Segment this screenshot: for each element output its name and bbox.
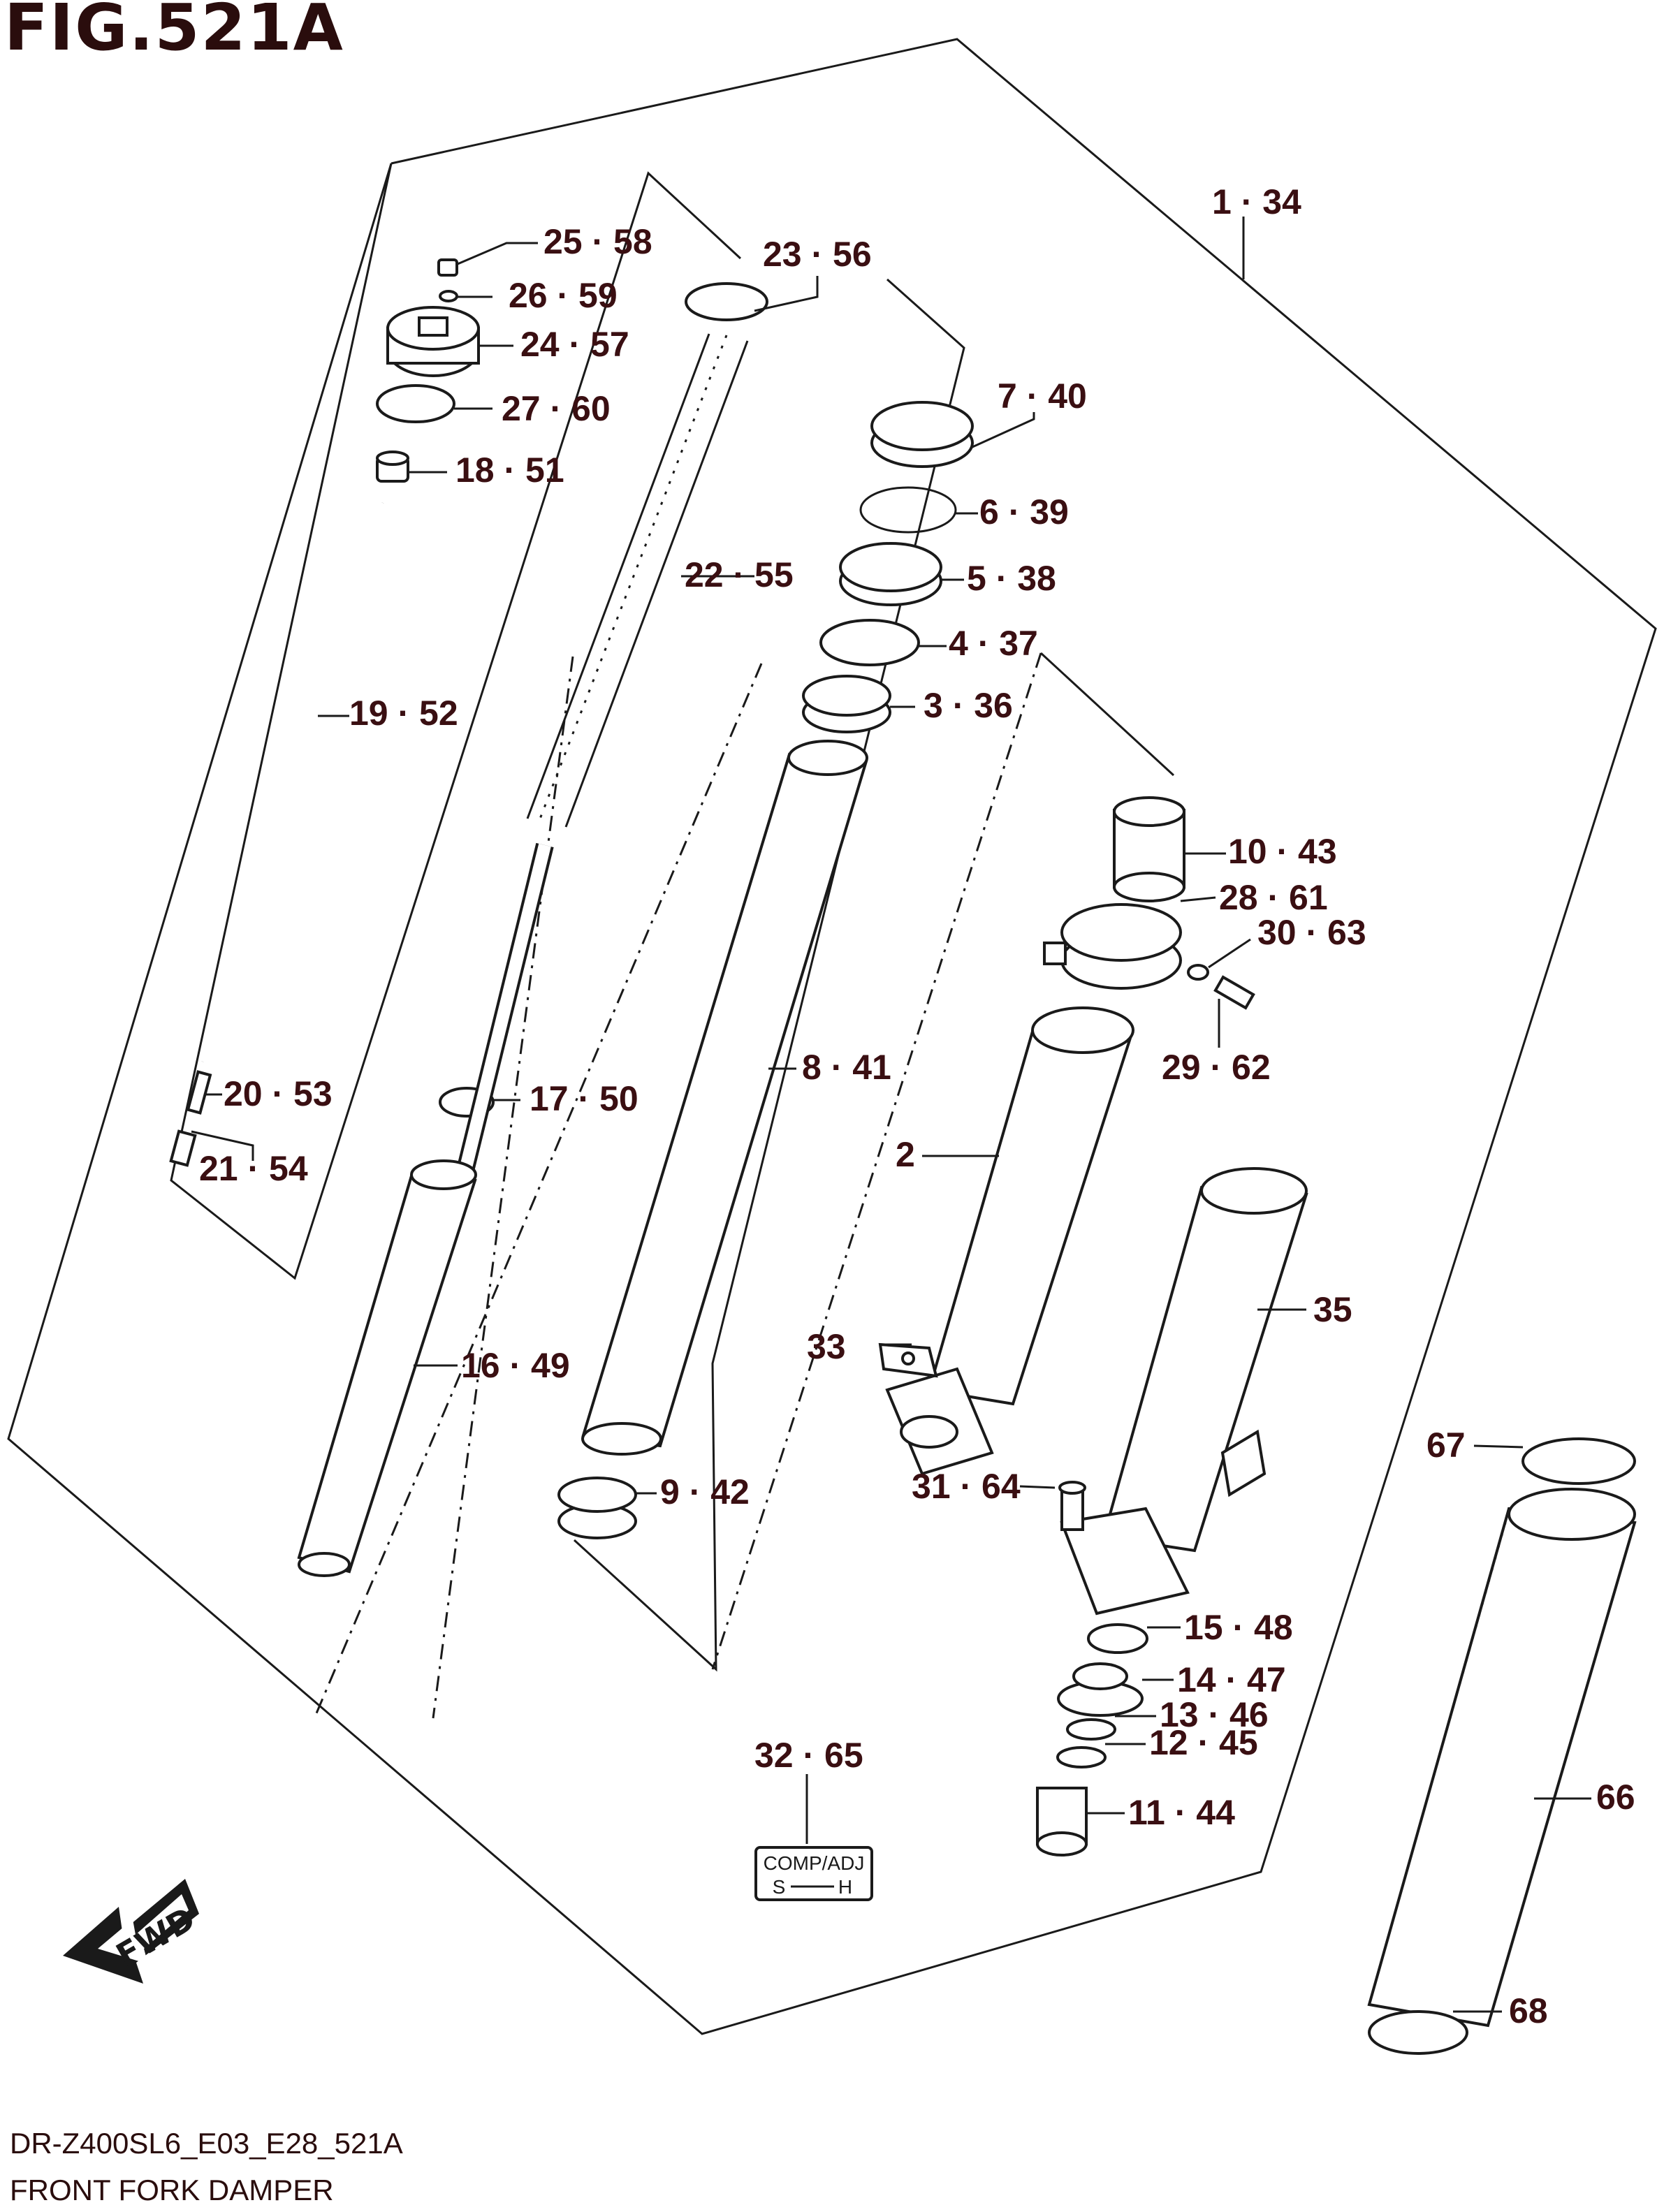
callout-35: 35 <box>1313 1290 1352 1329</box>
callout-33: 33 <box>807 1327 846 1366</box>
oring-15-icon <box>1087 1623 1148 1654</box>
seat-23-icon <box>685 282 768 321</box>
callout-22: 22 · 55 <box>685 555 794 594</box>
base-valve-cap-14-icon <box>1057 1662 1144 1717</box>
oring-26-icon <box>439 290 458 302</box>
oring-12-icon <box>1056 1746 1107 1768</box>
guard-10-icon <box>1113 796 1185 902</box>
callout-25: 25 · 58 <box>543 222 652 261</box>
callout-27: 27 · 60 <box>502 389 611 428</box>
centerline-1 <box>432 656 574 1719</box>
callout-9: 9 · 42 <box>660 1472 750 1511</box>
fwd-arrow-icon: FWD <box>63 1879 201 1984</box>
callout-13: 13 · 46 <box>1160 1695 1269 1734</box>
damper-rod-group-boundary <box>170 163 742 1280</box>
diagram-name: FRONT FORK DAMPER <box>10 2174 334 2206</box>
inner-tube-8-icon <box>581 740 868 1456</box>
callout-32: 32 · 65 <box>754 1736 863 1775</box>
bolt-25-icon <box>437 258 458 277</box>
guide-metal-3-icon <box>802 675 891 733</box>
bolt-31-icon <box>1058 1481 1086 1531</box>
callout-29: 29 · 62 <box>1162 1048 1271 1087</box>
callout-67: 67 <box>1426 1426 1466 1465</box>
comp-adj-label-box: COMP/ADJ S H <box>754 1846 873 1901</box>
fork-cap-24-icon <box>386 306 480 377</box>
callout-8: 8 · 41 <box>802 1048 891 1087</box>
boot-band-68-icon <box>1368 2010 1468 2055</box>
oil-seal-5-icon <box>839 542 942 606</box>
callouts: 1 · 34 25 · 58 26 · 59 24 · 57 27 · 60 1… <box>199 182 1635 2030</box>
callout-14: 14 · 47 <box>1177 1660 1286 1699</box>
callout-28: 28 · 61 <box>1219 878 1328 917</box>
washer-4-icon <box>819 619 920 666</box>
fork-boot-66-icon <box>1367 1488 1637 2028</box>
callout-4: 4 · 37 <box>949 624 1038 663</box>
dust-seal-7-icon <box>870 401 974 468</box>
centerline-2 <box>313 663 763 1719</box>
callout-6: 6 · 39 <box>979 492 1069 532</box>
washer-30-icon <box>1187 964 1209 981</box>
callout-30: 30 · 63 <box>1257 913 1366 952</box>
figure-title: FIG.521A <box>4 0 344 65</box>
callout-17: 17 · 50 <box>530 1079 638 1118</box>
callout-1: 1 · 34 <box>1212 182 1301 221</box>
clamp-28-icon <box>1043 903 1182 990</box>
callout-3: 3 · 36 <box>924 686 1013 725</box>
callout-2: 2 <box>896 1135 915 1174</box>
callout-10: 10 · 43 <box>1228 832 1337 871</box>
callout-16: 16 · 49 <box>461 1346 570 1385</box>
boot-band-67-icon <box>1521 1437 1636 1485</box>
spring-21-icon <box>169 1129 197 1167</box>
outer-tube-group-boundary <box>1039 652 1175 777</box>
callout-20: 20 · 53 <box>224 1074 333 1113</box>
callout-21: 21 · 54 <box>199 1149 308 1188</box>
outer-tube-35-icon <box>1060 1167 1308 1616</box>
callout-31: 31 · 64 <box>912 1467 1021 1506</box>
inner-tube-group-boundary <box>573 278 965 1672</box>
bushing-9-icon <box>557 1477 637 1539</box>
centerline-3 <box>711 652 1042 1670</box>
callout-12: 12 · 45 <box>1149 1723 1258 1762</box>
needle-20-icon <box>186 1070 212 1115</box>
adjuster-11-icon <box>1036 1787 1088 1856</box>
oring-27-icon <box>376 384 455 423</box>
bracket-33-icon <box>878 1342 938 1378</box>
callout-68: 68 <box>1509 1991 1548 2030</box>
outer-tube-2-icon <box>885 1006 1134 1476</box>
damper-assy-16-icon <box>297 842 554 1577</box>
comp-adj-soft: S <box>773 1876 786 1898</box>
bolt-29-icon <box>1213 975 1255 1010</box>
oring-13-icon <box>1066 1718 1116 1741</box>
callout-24: 24 · 57 <box>520 325 629 364</box>
nut-18-icon <box>376 451 409 483</box>
comp-adj-title: COMP/ADJ <box>764 1852 865 1874</box>
callout-7: 7 · 40 <box>998 376 1087 416</box>
callout-15: 15 · 48 <box>1184 1608 1293 1647</box>
callout-19: 19 · 52 <box>349 694 458 733</box>
stopper-ring-6-icon <box>859 486 957 534</box>
fork-spring-22-icon <box>526 333 749 828</box>
callout-11: 11 · 44 <box>1128 1793 1235 1832</box>
assembly-boundary <box>7 38 1657 2035</box>
callout-66: 66 <box>1596 1778 1635 1817</box>
leader-lines <box>191 217 1591 2013</box>
diagram-code: DR-Z400SL6_E03_E28_521A <box>10 2127 403 2160</box>
callout-18: 18 · 51 <box>455 451 564 490</box>
adjuster-rod-19-icon <box>200 501 386 1063</box>
callout-5: 5 · 38 <box>967 559 1056 598</box>
callout-26: 26 · 59 <box>509 276 618 315</box>
comp-adj-hard: H <box>838 1876 852 1898</box>
callout-23: 23 · 56 <box>763 235 872 274</box>
